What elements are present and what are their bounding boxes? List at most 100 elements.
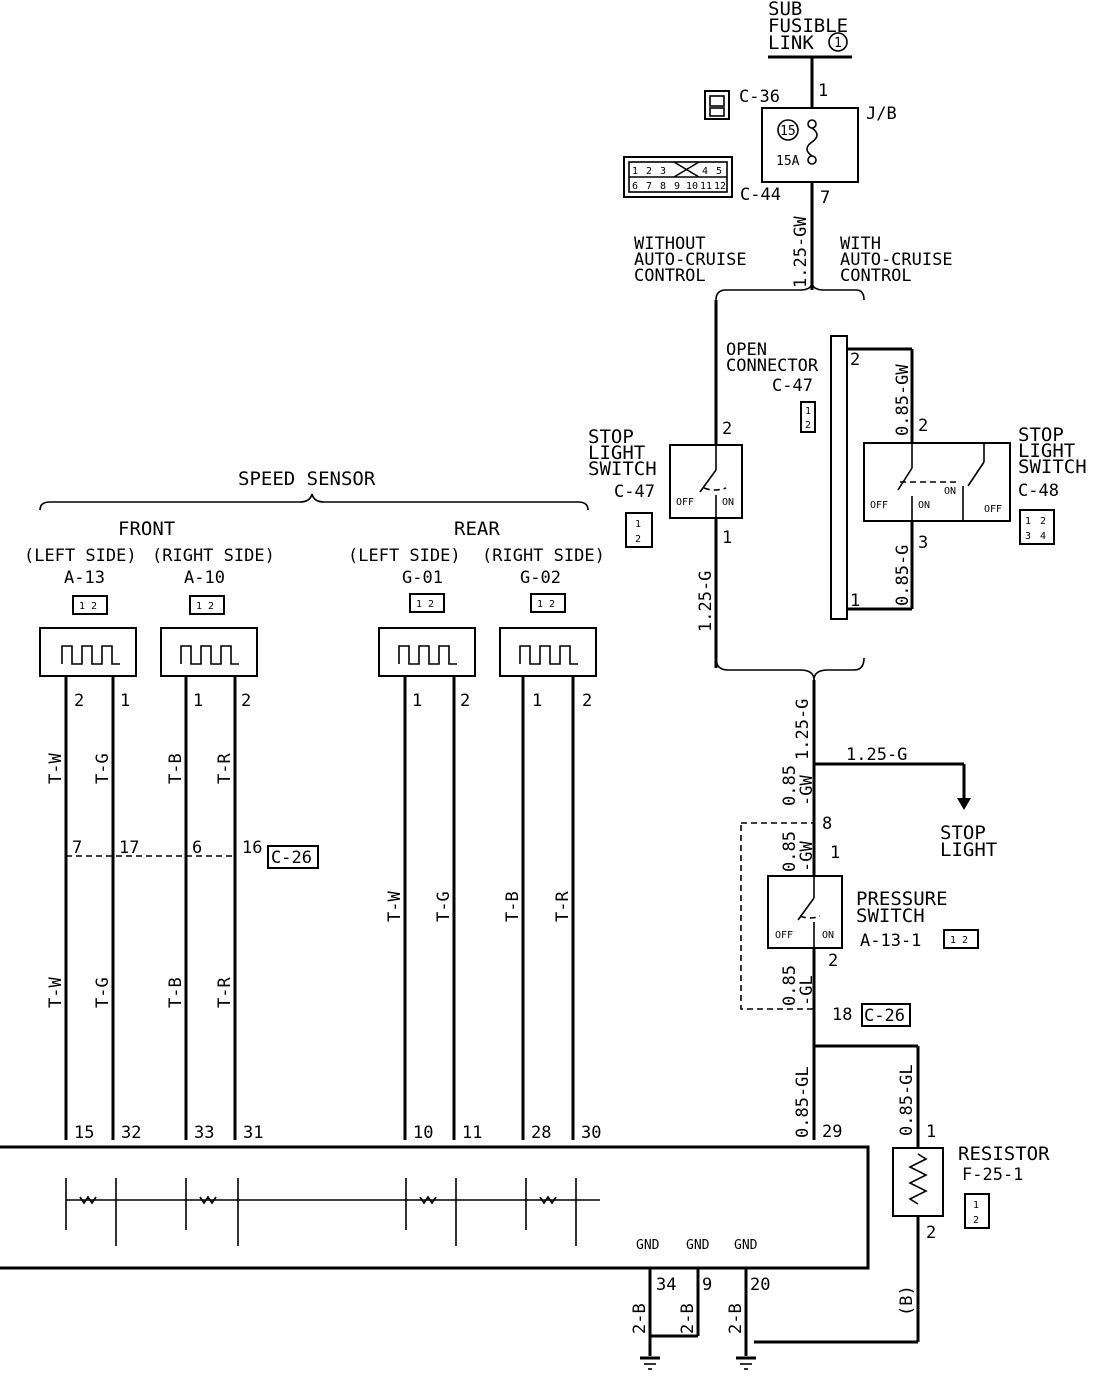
sensor-a13-pin-a: 2 (74, 691, 84, 711)
fusible-link-line2: FUSIBLE (768, 15, 848, 37)
c44-pin-11: 11 (700, 181, 712, 192)
sensor-g02-pin-b: 2 (582, 691, 592, 711)
c47-open-key1: 1 (805, 406, 811, 417)
rear-left-side: (LEFT SIDE) (348, 546, 461, 566)
gnd-wire-1: 2-B (630, 1303, 650, 1334)
jb-pin-out: 7 (820, 188, 830, 208)
sensor-wires (64, 676, 575, 1140)
sensor-a10-key1: 1 (196, 601, 202, 612)
center-085gw-a1: 0.85 (780, 765, 800, 806)
c26-left-label: C-26 (271, 848, 312, 868)
stop-switch-right-off: OFF (870, 500, 888, 511)
sensor-g02-id: G-02 (520, 568, 561, 588)
right-switch-wire-bottom-label: 0.85-G (893, 545, 913, 606)
fuse-symbol (806, 127, 818, 157)
a10-wire-lower-b: T-R (215, 977, 235, 1008)
resistor-line1: RESISTOR (958, 1143, 1050, 1165)
center-085gw-a2: -GW (797, 775, 817, 806)
pressure-key1: 1 (950, 935, 956, 946)
sensor-a10-pin-a: 1 (193, 691, 203, 711)
c44-pin-6: 6 (632, 181, 638, 192)
stop-light-switch-left: STOP LIGHT SWITCH C-47 1 2 2 OFF ON 1 (588, 419, 743, 548)
gnd-label-1: GND (636, 1238, 660, 1253)
center-085gl-1: 0.85 (780, 965, 800, 1006)
ecu-pin-28: 28 (531, 1123, 551, 1143)
sensor-a13-key2: 2 (91, 601, 97, 612)
sensor-g02-key1: 1 (537, 599, 543, 610)
c48-key1: 1 (1025, 516, 1031, 527)
c47-key2: 2 (635, 534, 641, 545)
fusible-link-number: 1 (834, 36, 842, 51)
stop-switch-right-id: C-48 (1018, 481, 1059, 501)
a13-wire-upper-a: T-W (46, 753, 66, 784)
sensor-front-left: A-13 1 2 2 1 (39, 568, 137, 711)
center-085gl-long: 0.85-GL (793, 1066, 813, 1138)
a10-wire-lower-a: T-B (166, 977, 186, 1008)
without-cruise-label: WITHOUT AUTO-CRUISE CONTROL (634, 234, 747, 286)
a13-wire-lower-b: T-G (93, 977, 113, 1008)
pressure-line1: PRESSURE (856, 888, 948, 910)
center-pin18: 18 (832, 1005, 852, 1025)
ecu-pin-32: 32 (121, 1123, 141, 1143)
branch-brace-bottom (715, 657, 865, 681)
without-line3: CONTROL (634, 266, 706, 286)
stop-light-line2: LIGHT (940, 839, 997, 861)
sensor-rear-right: G-02 1 2 1 2 (499, 568, 597, 711)
jb-pin-in: 1 (818, 81, 828, 101)
with-line3: CONTROL (840, 266, 912, 286)
stop-switch-right-line2: LIGHT (1018, 440, 1075, 462)
c26-left-icon (267, 845, 319, 869)
c44-pin-10: 10 (686, 181, 698, 192)
stop-switch-left-line1: STOP (588, 426, 634, 448)
stop-switch-left-pin-bottom: 1 (722, 528, 732, 548)
sensor-a10-pin-b: 2 (241, 691, 251, 711)
with-line1: WITH (840, 234, 881, 254)
fusible-link-line3: LINK (768, 32, 814, 54)
without-line2: AUTO-CRUISE (634, 250, 747, 270)
resistor-key1: 1 (973, 1200, 979, 1211)
left-switch-wire-label: 1.25-G (696, 571, 716, 632)
sensor-g02-key2: 2 (549, 599, 555, 610)
center-085gw-b1: 0.85 (780, 831, 800, 872)
c44-pin-9: 9 (674, 181, 680, 192)
c44-pin-8: 8 (660, 181, 666, 192)
c48-connector-icon (1019, 509, 1055, 545)
front-left-side: (LEFT SIDE) (24, 546, 137, 566)
c44-pin-3: 3 (660, 166, 666, 177)
c44-pin-5: 5 (716, 166, 722, 177)
stop-switch-left-line3: SWITCH (588, 458, 657, 480)
right-switch-pin-bottom: 3 (918, 533, 928, 553)
branch-brace-top (715, 281, 865, 301)
sensor-rear-left: G-01 1 2 1 2 (378, 568, 476, 711)
stop-switch-right-on2: ON (944, 486, 956, 497)
stop-switch-left-pin-top: 2 (722, 419, 732, 439)
open-connector: OPEN CONNECTOR C-47 1 2 (726, 340, 819, 433)
with-cruise-label: WITH AUTO-CRUISE CONTROL (840, 234, 953, 286)
pressure-pin2: 2 (828, 951, 838, 971)
open-connector-id: C-47 (772, 376, 813, 396)
stop-light-line1: STOP (940, 822, 986, 844)
pulse-waveform-icon (398, 645, 457, 665)
pressure-pin1: 1 (830, 843, 840, 863)
c44-pin-12: 12 (714, 181, 726, 192)
stop-switch-left-id: C-47 (614, 482, 655, 502)
fusible-link-line1: SUB (768, 0, 802, 20)
without-line1: WITHOUT (634, 234, 706, 254)
sensor-a13-key1: 1 (79, 601, 85, 612)
pressure-switch: OFF ON PRESSURE SWITCH A-13-1 1 2 (767, 875, 979, 951)
sensor-g01-id: G-01 (402, 568, 443, 588)
pulse-waveform-icon (180, 645, 239, 665)
stop-light-switch-right: OFF ON ON OFF STOP LIGHT SWITCH C-48 1 2… (863, 424, 1087, 545)
jb-fuse-number: 15 (780, 124, 796, 139)
c26-center-label: C-26 (864, 1006, 905, 1026)
c44-pin-2: 2 (646, 166, 652, 177)
pulse-waveform-icon (519, 645, 578, 665)
stop-switch-left-on: ON (722, 497, 734, 508)
center-wire-label: 1.25-G (793, 699, 813, 760)
sensor-g01-key1: 1 (416, 599, 422, 610)
ecu-pin-31: 31 (243, 1123, 263, 1143)
rear-right-side: (RIGHT SIDE) (482, 546, 605, 566)
g01-wire-b: T-G (434, 891, 454, 922)
ecu-pin-11: 11 (462, 1123, 482, 1143)
center-085gl-2: -GL (797, 975, 817, 1006)
